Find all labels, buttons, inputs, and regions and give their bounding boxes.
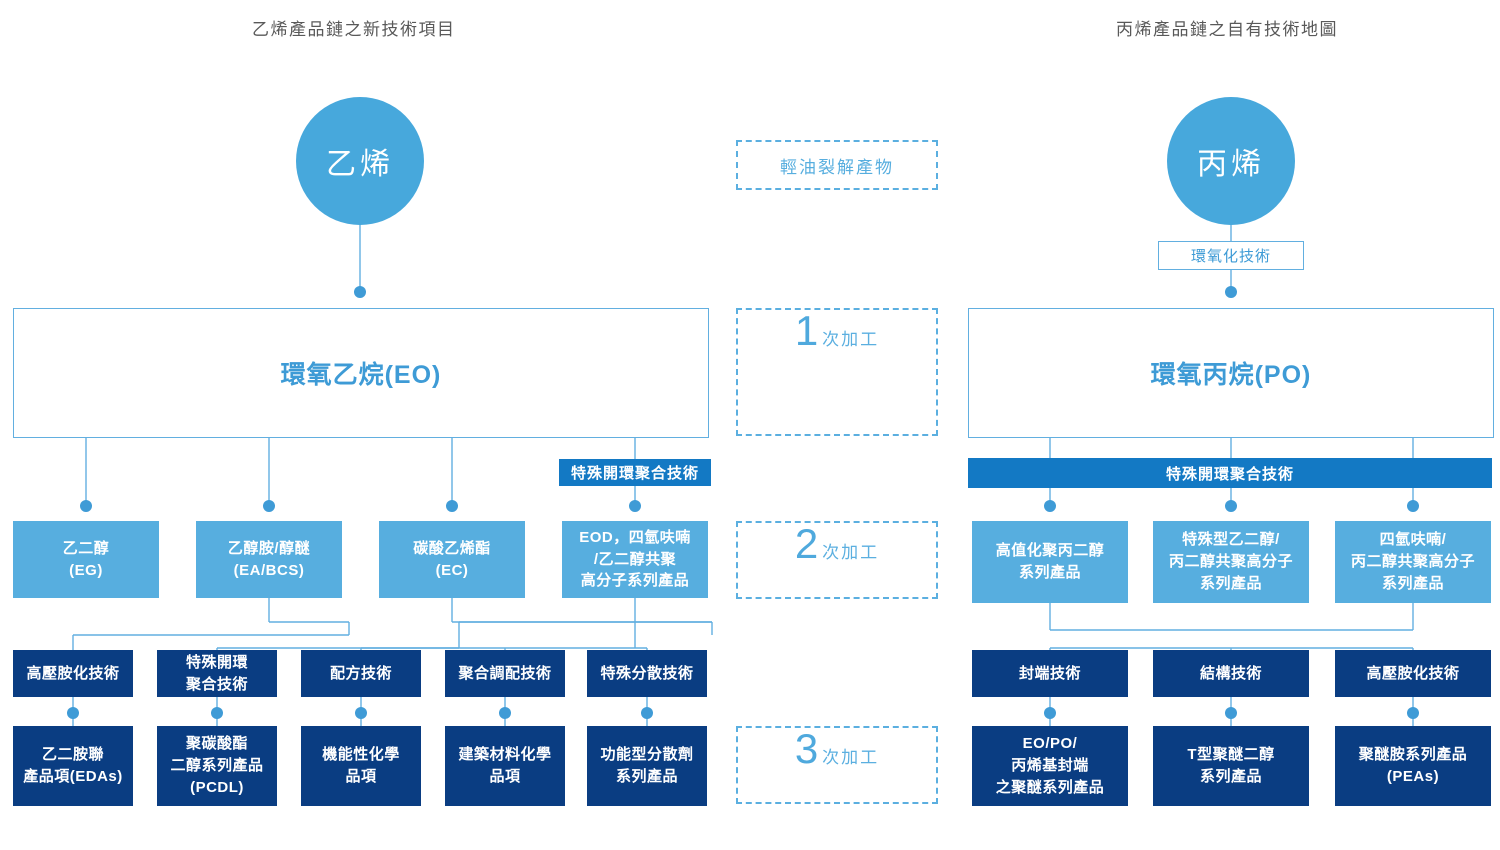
center-source-label: 輕油裂解產物 xyxy=(780,157,894,177)
left-tertiary-4[interactable]: 建築材料化學品項 xyxy=(445,726,565,806)
left-tertiary-2[interactable]: 聚碳酸酯二醇系列產品(PCDL) xyxy=(157,726,277,806)
feedstock-ethylene[interactable]: 乙烯 xyxy=(296,97,424,225)
stage-1-label: 次加工 xyxy=(822,330,880,349)
left-tertiary-1[interactable]: 乙二胺聯產品項(EDAs) xyxy=(13,726,133,806)
left-chain-title: 乙烯產品鏈之新技術項目 xyxy=(252,20,456,39)
left-secondary-1[interactable]: 乙二醇(EG) xyxy=(13,521,159,598)
stage-2-label: 次加工 xyxy=(822,543,880,562)
tech-epoxidation[interactable]: 環氧化技術 xyxy=(1158,241,1304,270)
stage-box-1: 1 次加工 xyxy=(736,308,938,436)
stage-1-number: 1 xyxy=(794,307,819,354)
right-secondary-1[interactable]: 高值化聚丙二醇系列產品 xyxy=(972,521,1128,603)
left-tech-3[interactable]: 配方技術 xyxy=(301,650,421,697)
stage-box-3: 3 次加工 xyxy=(736,726,938,804)
product-epoxy-propane[interactable]: 環氧丙烷(PO) xyxy=(968,308,1494,438)
left-tertiary-3[interactable]: 機能性化學品項 xyxy=(301,726,421,806)
right-tertiary-3[interactable]: 聚醚胺系列產品(PEAs) xyxy=(1335,726,1491,806)
product-epoxy-ethane[interactable]: 環氧乙烷(EO) xyxy=(13,308,709,438)
left-tech-5[interactable]: 特殊分散技術 xyxy=(587,650,707,697)
stage-box-2: 2 次加工 xyxy=(736,521,938,599)
stage-3-label: 次加工 xyxy=(822,748,880,767)
right-tech-1[interactable]: 封端技術 xyxy=(972,650,1128,697)
feedstock-propylene[interactable]: 丙烯 xyxy=(1167,97,1295,225)
left-secondary-3[interactable]: 碳酸乙烯酯(EC) xyxy=(379,521,525,598)
left-secondary-4[interactable]: EOD，四氫呋喃/乙二醇共聚高分子系列產品 xyxy=(562,521,708,598)
right-tertiary-2[interactable]: T型聚醚二醇系列產品 xyxy=(1153,726,1309,806)
stage-2-number: 2 xyxy=(794,520,819,567)
left-tertiary-5[interactable]: 功能型分散劑系列產品 xyxy=(587,726,707,806)
right-secondary-2[interactable]: 特殊型乙二醇/丙二醇共聚高分子系列產品 xyxy=(1153,521,1309,603)
right-secondary-3[interactable]: 四氫呋喃/丙二醇共聚高分子系列產品 xyxy=(1335,521,1491,603)
stage-3-number: 3 xyxy=(794,725,819,772)
right-tech-2[interactable]: 結構技術 xyxy=(1153,650,1309,697)
left-tech-4[interactable]: 聚合調配技術 xyxy=(445,650,565,697)
left-tech-2[interactable]: 特殊開環聚合技術 xyxy=(157,650,277,697)
tech-badge-special-ring-opening[interactable]: 特殊開環聚合技術 xyxy=(559,459,711,486)
left-tech-1[interactable]: 高壓胺化技術 xyxy=(13,650,133,697)
center-source-box: 輕油裂解產物 xyxy=(736,140,938,190)
right-tech-3[interactable]: 高壓胺化技術 xyxy=(1335,650,1491,697)
tech-bar-special-ring-opening[interactable]: 特殊開環聚合技術 xyxy=(968,458,1492,488)
right-chain-title: 丙烯產品鏈之自有技術地圖 xyxy=(1116,20,1338,39)
left-secondary-2[interactable]: 乙醇胺/醇醚(EA/BCS) xyxy=(196,521,342,598)
right-tertiary-1[interactable]: EO/PO/丙烯基封端之聚醚系列產品 xyxy=(972,726,1128,806)
